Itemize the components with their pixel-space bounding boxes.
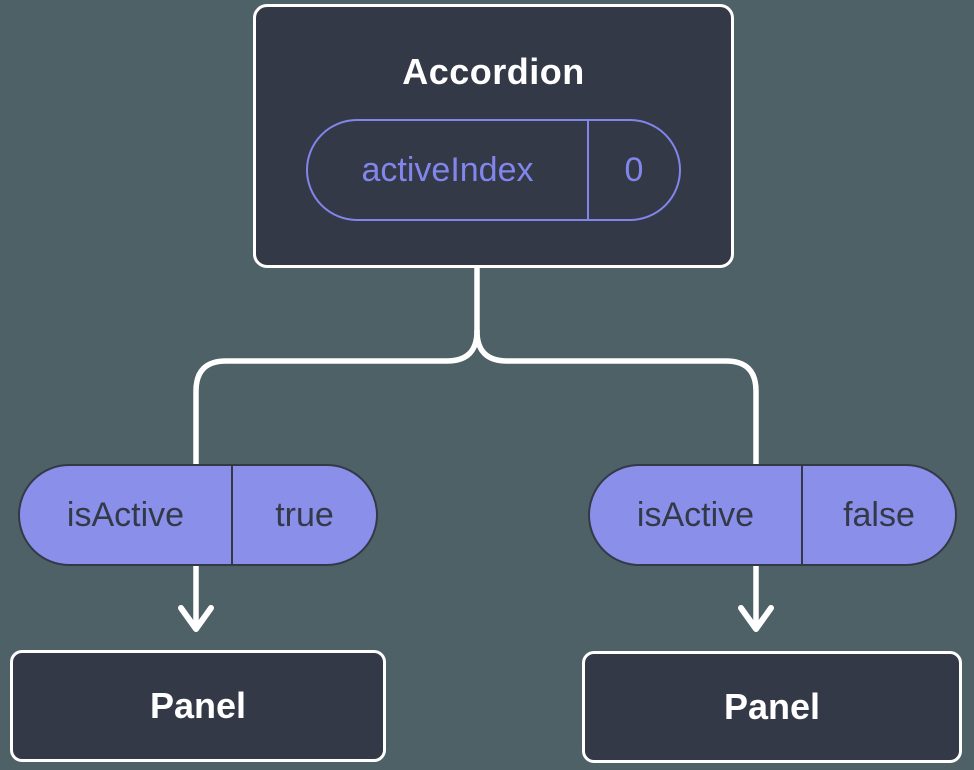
state-name-label: isActive — [20, 466, 233, 564]
panel-node-left: Panel — [10, 650, 386, 762]
is-active-pill-false: isActive false — [588, 464, 957, 566]
is-active-pill-true: isActive true — [18, 464, 378, 566]
state-value-label: false — [843, 495, 915, 534]
active-index-prop-pill: activeIndex 0 — [306, 119, 681, 221]
prop-name-label: activeIndex — [308, 121, 589, 219]
arrow-left-head — [178, 605, 214, 632]
state-value-label: true — [275, 495, 334, 534]
accordion-node-title: Accordion — [402, 51, 585, 92]
prop-value-label: 0 — [624, 150, 644, 189]
branch-left-line — [193, 328, 480, 469]
branch-right-line — [474, 328, 759, 469]
arrow-right-head — [738, 605, 774, 632]
panel-node-right: Panel — [582, 651, 962, 763]
accordion-node: Accordion activeIndex 0 — [253, 4, 734, 268]
state-name-label: isActive — [590, 466, 803, 564]
panel-node-title: Panel — [723, 686, 821, 727]
panel-node-title: Panel — [149, 685, 247, 726]
